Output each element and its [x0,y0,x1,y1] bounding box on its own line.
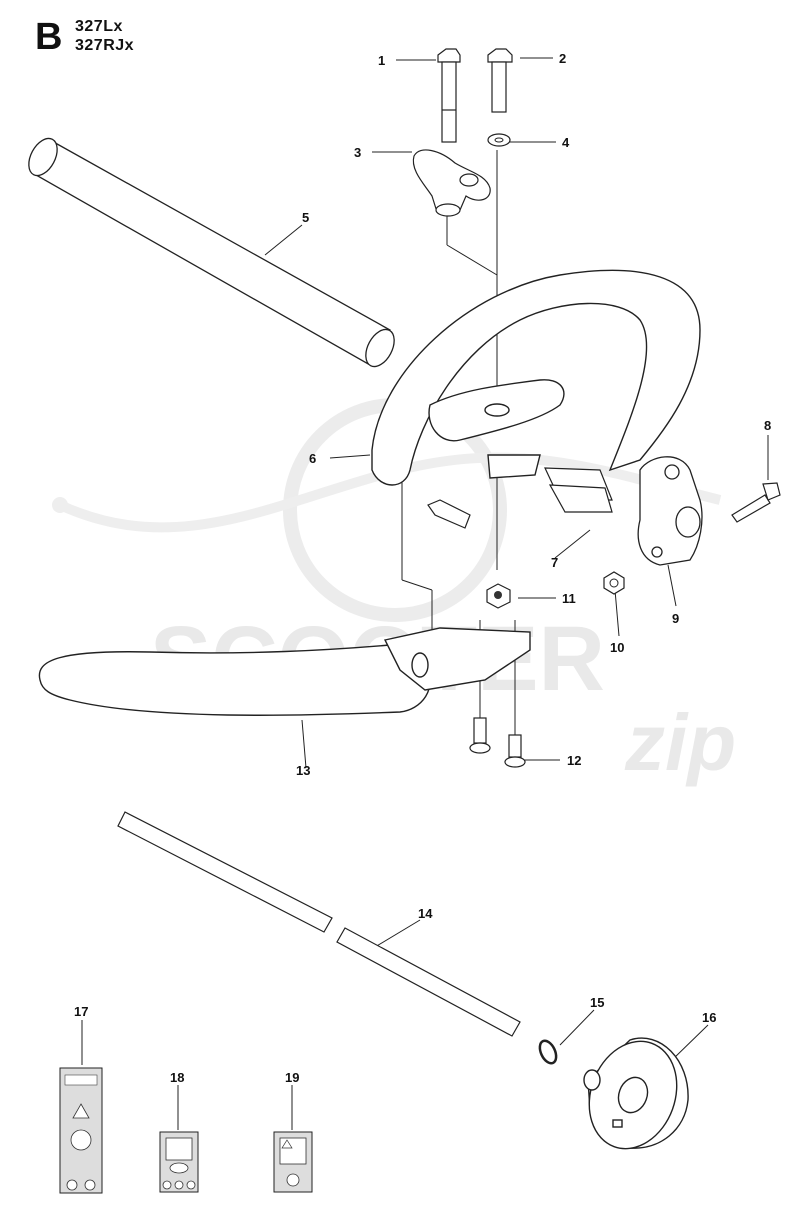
callout-18: 18 [170,1070,184,1085]
part-handle-screw [427,499,471,529]
part-19-label [273,1131,313,1193]
part-17-label [59,1067,103,1194]
callout-5: 5 [302,210,309,225]
part-15-circlip [538,1039,558,1065]
part-13-lower-handle [38,627,531,716]
callout-7: 7 [551,555,558,570]
callout-numbers: 1 2 3 4 5 6 7 8 9 10 11 12 13 14 15 16 1… [74,51,771,1085]
callout-8: 8 [764,418,771,433]
part-11-square-nut [486,583,511,609]
callout-4: 4 [562,135,570,150]
callout-12: 12 [567,753,581,768]
part-5-tube [28,137,395,368]
section-letter: B [35,16,63,58]
callout-16: 16 [702,1010,716,1025]
part-16-clutch-drum [583,1037,689,1150]
callout-15: 15 [590,995,604,1010]
callout-19: 19 [285,1070,299,1085]
model-name-1: 327Lx [75,18,123,35]
part-8-bolt [731,482,781,523]
callout-13: 13 [296,763,310,778]
part-2-bolt [487,48,513,113]
part-10-nut [603,571,625,595]
callout-6: 6 [309,451,316,466]
callout-10: 10 [610,640,624,655]
callout-2: 2 [559,51,566,66]
model-name-2: 327RJx [75,37,135,54]
callout-14: 14 [418,906,433,921]
part-7-clamp [544,467,613,513]
part-18-label [159,1131,199,1193]
callout-1: 1 [378,53,385,68]
watermark-script: zip [624,698,736,787]
part-4-washer [487,133,511,147]
part-9-bracket [637,456,703,566]
part-12-screws [469,717,526,768]
part-3-knob [412,149,491,217]
part-6-handle [371,269,701,486]
part-14-shaft [117,811,521,1037]
callout-17: 17 [74,1004,88,1019]
part-1-bolt [437,48,461,143]
callout-9: 9 [672,611,679,626]
callout-3: 3 [354,145,361,160]
callout-11: 11 [562,591,576,606]
